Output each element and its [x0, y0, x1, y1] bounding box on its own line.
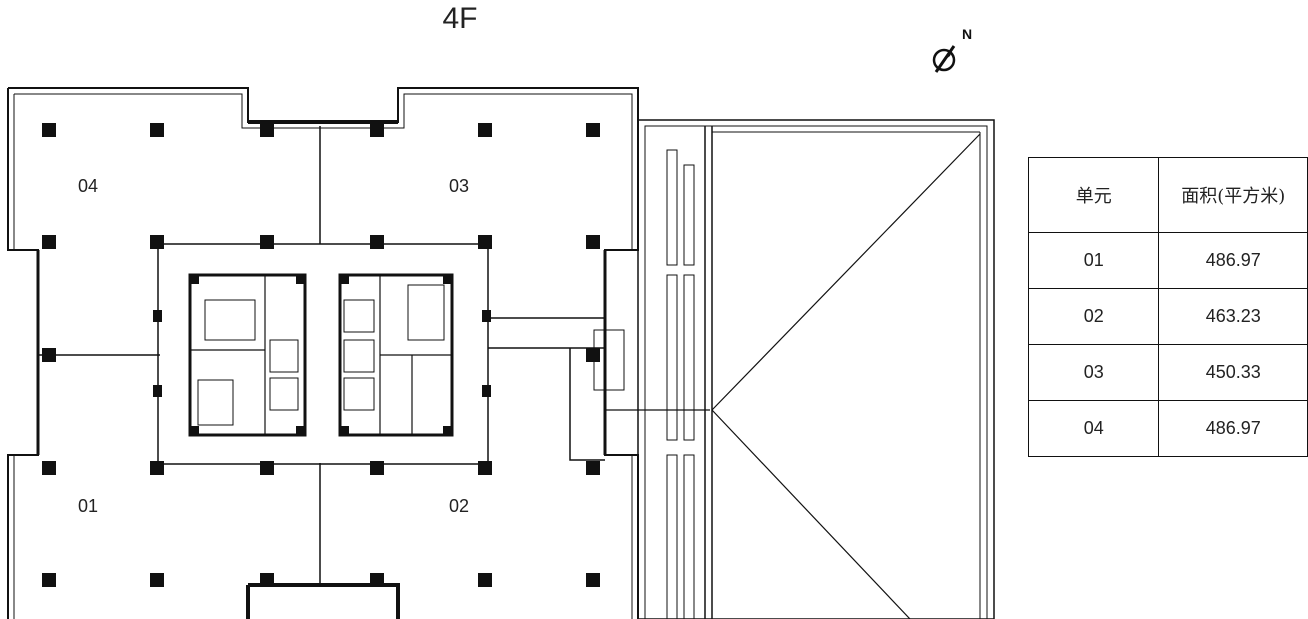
cell-area: 463.23	[1158, 288, 1308, 345]
header-unit: 单元	[1027, 157, 1160, 233]
north-arrow-icon	[928, 26, 978, 86]
building-outline	[7, 87, 639, 619]
table-row: 01 486.97	[1027, 232, 1308, 289]
north-label: N	[962, 26, 973, 42]
header-area: 面积(平方米)	[1158, 157, 1308, 233]
floor-plan	[7, 87, 995, 619]
area-table: 单元 面积(平方米) 01 486.97 02 463.23 03 450.33…	[1027, 157, 1308, 457]
table-header-row: 单元 面积(平方米)	[1027, 157, 1308, 233]
cell-unit: 03	[1027, 344, 1160, 401]
cell-area: 486.97	[1158, 232, 1308, 289]
cell-area: 450.33	[1158, 344, 1308, 401]
unit-label-02: 02	[449, 496, 470, 516]
unit-label-03: 03	[449, 176, 470, 196]
cell-unit: 01	[1027, 232, 1160, 289]
table-row: 03 450.33	[1027, 344, 1308, 401]
table-row: 02 463.23	[1027, 288, 1308, 345]
floor-title: 4F	[442, 2, 478, 35]
cell-area: 486.97	[1158, 400, 1308, 457]
unit-label-04: 04	[78, 176, 99, 196]
table-row: 04 486.97	[1027, 400, 1308, 457]
cell-unit: 04	[1027, 400, 1160, 457]
unit-label-01: 01	[78, 496, 99, 516]
cell-unit: 02	[1027, 288, 1160, 345]
